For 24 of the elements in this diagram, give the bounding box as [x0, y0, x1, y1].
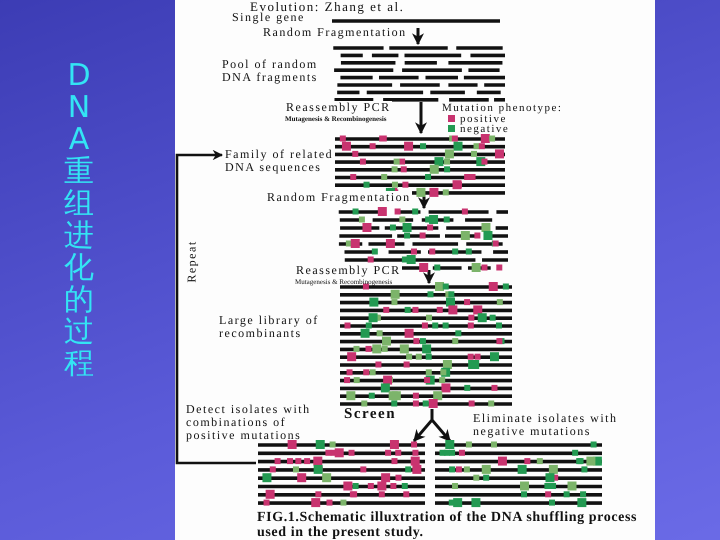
figure-heading: Evolution: Zhang et al.	[250, 0, 404, 13]
legend-label: positive	[460, 114, 507, 124]
stage-label: Large library of recombinants	[219, 314, 320, 340]
edge-label: Screen	[343, 408, 398, 421]
arrow	[415, 102, 427, 134]
edge-label: Random Fragmentation	[266, 191, 412, 204]
edge-label: Reassembly PCR	[285, 101, 392, 114]
arrow	[430, 409, 452, 442]
legend-heading: Mutation phenotype:	[442, 103, 562, 114]
arrow	[176, 150, 256, 464]
stage-label: Eliminate isolates with negative mutations	[473, 412, 618, 438]
stage-label: Pool of random DNA fragments	[222, 58, 319, 84]
arrow	[412, 28, 424, 46]
caption: FIG.1.Schematic illuxtration of the DNA shuffling process used in the present study.	[257, 510, 638, 540]
stage-label: Family of related DNA sequences	[225, 148, 334, 174]
edge-label: Reassembly PCR	[295, 264, 402, 277]
edge-label: Random Fragmentation	[262, 26, 408, 39]
stage-label: Single gene	[232, 11, 305, 24]
arrow	[423, 270, 435, 284]
title: DNA 重组进化的过程	[63, 60, 95, 380]
stage-label: Detect isolates with combinations of positive mutations	[186, 403, 312, 442]
edge-label: Repeat	[186, 239, 199, 284]
legend-label: negative	[460, 124, 510, 134]
arrow	[418, 195, 430, 210]
